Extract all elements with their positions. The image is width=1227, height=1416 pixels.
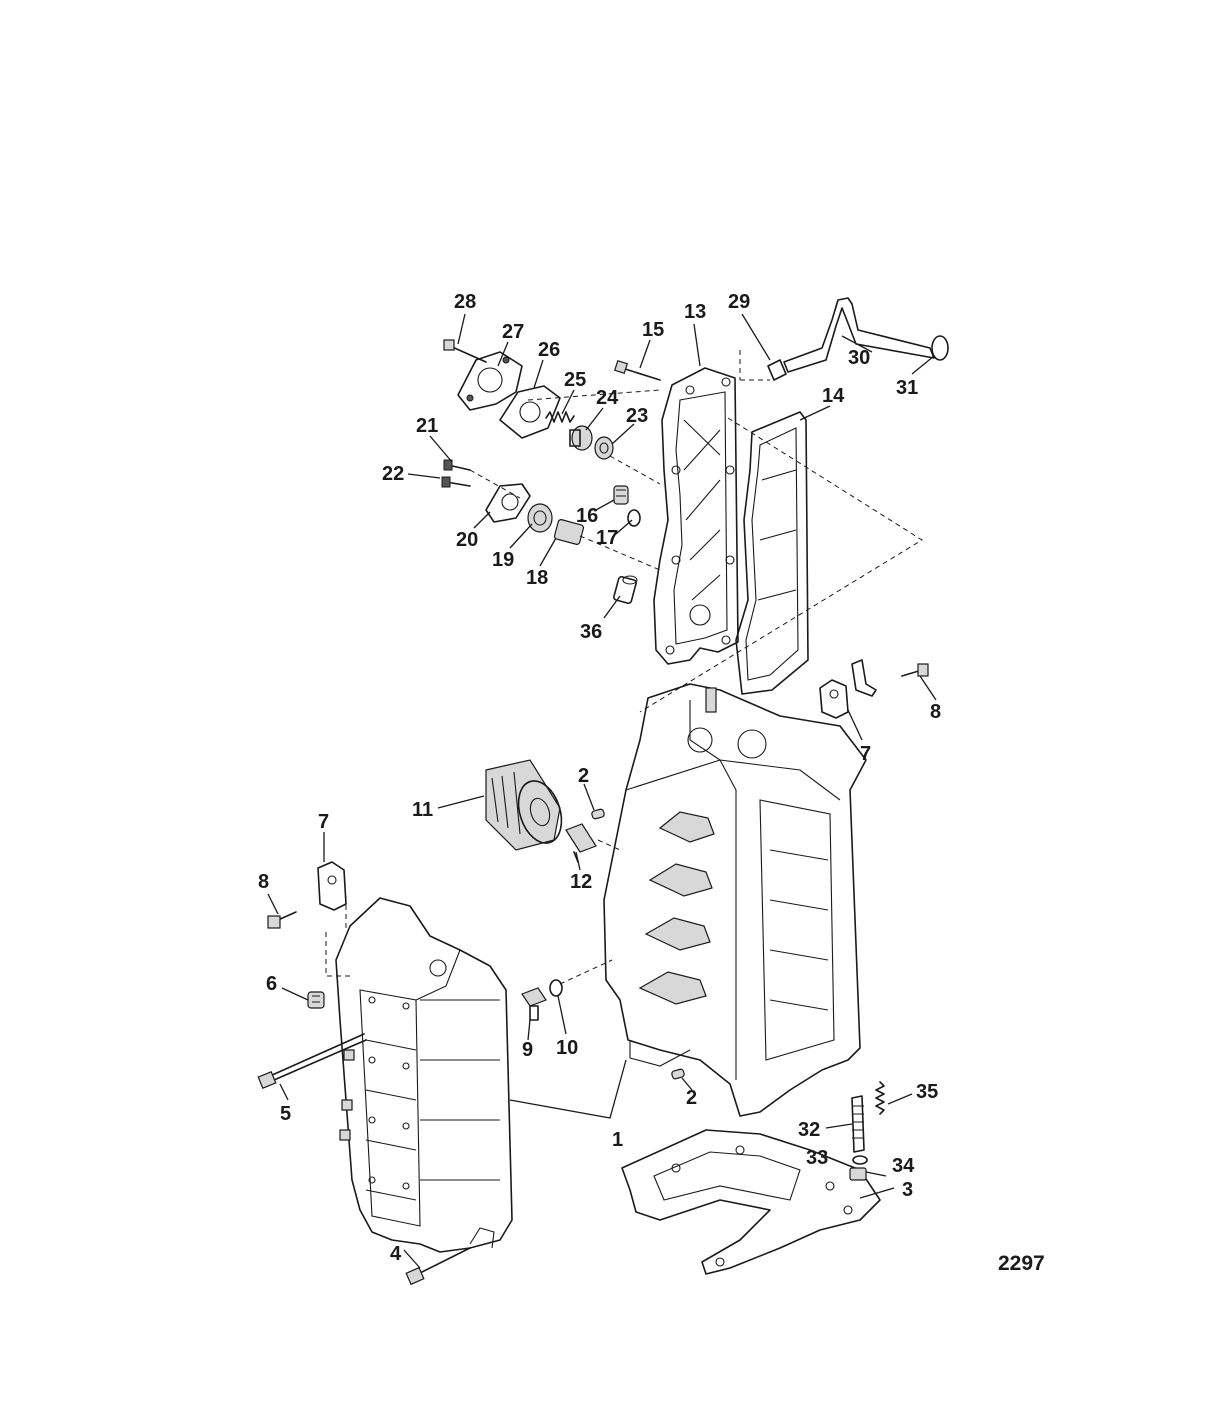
clamp-31: [931, 335, 949, 361]
callout-6: 6: [266, 973, 277, 995]
thermostat-24: [569, 425, 593, 451]
washer-33: [852, 1155, 868, 1165]
callout-16: 16: [576, 505, 598, 527]
callout-2-lower: 2: [686, 1087, 697, 1109]
sleeve-36: [613, 575, 638, 605]
nut-34: [849, 1167, 867, 1181]
callout-27: 27: [502, 321, 524, 343]
assembly-line-upper-6: [639, 417, 923, 713]
leader-lines: [267, 313, 937, 1269]
assembly-line-upper-2: [609, 455, 661, 485]
dowel-pin-2-upper: [591, 808, 605, 820]
callout-26: 26: [538, 339, 560, 361]
callout-7-right: 7: [860, 743, 871, 765]
callout-33: 33: [806, 1147, 828, 1169]
bracket-small: [851, 659, 877, 697]
exhaust-cover-plate: [653, 367, 739, 665]
stud-32: [851, 1095, 865, 1153]
exhaust-cover-gasket: [735, 411, 809, 695]
callout-25: 25: [564, 369, 586, 391]
callout-21: 21: [416, 415, 438, 437]
bolt-8-left: [267, 911, 297, 929]
callout-19: 19: [492, 549, 514, 571]
bolt-22: [441, 476, 471, 488]
callout-31: 31: [896, 377, 918, 399]
callout-8-right: 8: [930, 701, 941, 723]
dowel-pin-2-lower: [671, 1068, 685, 1080]
assembly-line-upper-5: [739, 350, 770, 381]
callout-34: 34: [892, 1155, 915, 1177]
assembly-line-lower-3: [559, 959, 613, 985]
callout-22: 22: [382, 463, 404, 485]
assembly-line-upper-4: [579, 535, 661, 571]
o-ring-17: [627, 509, 641, 527]
plug-6: [307, 991, 325, 1009]
bolt-15: [613, 359, 661, 381]
callout-14: 14: [822, 385, 845, 407]
assembly-line-lower-4: [597, 839, 621, 851]
spring-35: [875, 1081, 885, 1115]
fitting-16: [613, 485, 629, 505]
assembly-line-upper-1: [527, 389, 661, 401]
callout-36: 36: [580, 621, 602, 643]
bolt-8-upper: [901, 663, 929, 677]
figure-number: 2297: [998, 1252, 1045, 1275]
spring-25: [545, 411, 575, 423]
callout-29: 29: [728, 291, 750, 313]
bolt-21: [443, 459, 471, 471]
bolt-4: [405, 1247, 471, 1286]
callout-23: 23: [626, 405, 648, 427]
callout-labels: 1 2 2 3 4 5 6 7 7 8 8 9 10 11 12 13 14 1…: [258, 291, 941, 1265]
callout-28: 28: [454, 291, 476, 313]
washer-10: [549, 979, 563, 997]
bolt-28: [443, 339, 487, 363]
callout-7-left: 7: [318, 811, 329, 833]
oil-filter-11: [485, 759, 563, 851]
callout-30: 30: [848, 347, 870, 369]
callout-2-upper: 2: [578, 765, 589, 787]
assembly-line-upper-3: [469, 469, 521, 499]
callout-13: 13: [684, 301, 706, 323]
callout-24: 24: [596, 387, 619, 409]
seal-19: [527, 503, 553, 533]
base-gasket-3: [621, 1129, 881, 1275]
clamp-29: [767, 359, 787, 381]
callout-17: 17: [596, 527, 618, 549]
callout-9: 9: [522, 1039, 533, 1061]
bolt-5: [257, 1033, 367, 1089]
callout-20: 20: [456, 529, 478, 551]
drain-plug-9: [521, 987, 547, 1021]
callout-12: 12: [570, 871, 592, 893]
mount-plate-7-left: [317, 861, 347, 911]
callout-1: 1: [612, 1129, 623, 1151]
callout-10: 10: [556, 1037, 578, 1059]
callout-4: 4: [390, 1243, 402, 1265]
callout-18: 18: [526, 567, 548, 589]
callout-8-left: 8: [258, 871, 269, 893]
callout-3: 3: [902, 1179, 913, 1201]
mount-plate-7-upper: [819, 679, 849, 719]
callout-15: 15: [642, 319, 664, 341]
cover-20: [485, 483, 531, 523]
callout-11: 11: [412, 799, 433, 821]
callout-5: 5: [280, 1103, 291, 1125]
cylinder-block-left: [335, 897, 513, 1253]
seal-23: [594, 436, 614, 460]
sensor-18: [553, 519, 585, 545]
callout-35: 35: [916, 1081, 938, 1103]
crankcase-block: [603, 683, 867, 1117]
fitting-12: [565, 823, 597, 863]
callout-32: 32: [798, 1119, 820, 1141]
thermostat-gasket: [499, 385, 561, 439]
